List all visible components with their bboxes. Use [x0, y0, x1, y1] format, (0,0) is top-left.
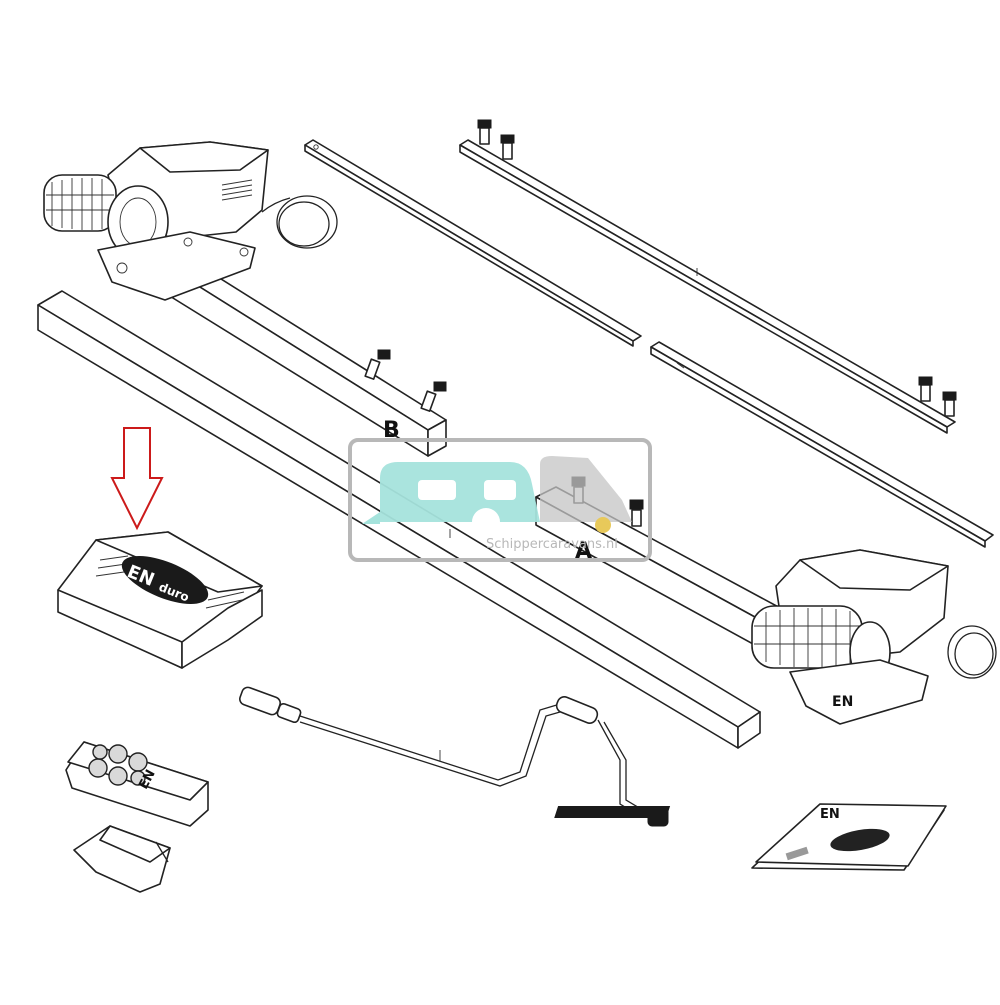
drive-roller-icon — [751, 605, 863, 669]
control-box: EN duro — [57, 531, 263, 669]
clamp-bolt-icon — [477, 119, 957, 417]
remote-control: EN — [65, 741, 209, 827]
watermark-text: Schippercaravans.nl — [486, 537, 618, 552]
watermark: Schippercaravans.nl — [348, 438, 652, 562]
cable-coil-icon — [947, 625, 997, 679]
remote-holder — [73, 825, 171, 893]
svg-text:EN: EN — [820, 807, 840, 822]
vent-grille-icon — [221, 179, 253, 201]
crank-handle — [239, 686, 669, 827]
part-label-b: B — [383, 418, 400, 443]
svg-text:EN: EN — [832, 694, 853, 710]
manual-booklet: EN — [554, 803, 947, 871]
control-box-grille-icon — [95, 555, 245, 609]
cross-rod-clamp — [459, 119, 957, 434]
drive-roller-icon — [43, 174, 117, 232]
control-box-logo: EN duro — [121, 556, 209, 605]
watermark-caravan-icon — [362, 462, 540, 524]
cross-rod-right — [650, 341, 994, 548]
cable-coil-icon — [261, 195, 338, 249]
plate-logo-icon: EN — [832, 694, 853, 710]
motor-unit-b: B — [43, 141, 447, 457]
tube-bolt-icon — [364, 349, 447, 412]
highlight-arrow-icon — [110, 427, 164, 531]
cross-rod-upper — [304, 139, 642, 347]
remote-buttons-icon — [88, 744, 148, 786]
watermark-van-icon — [540, 456, 632, 533]
part-label-a: A — [575, 539, 592, 564]
